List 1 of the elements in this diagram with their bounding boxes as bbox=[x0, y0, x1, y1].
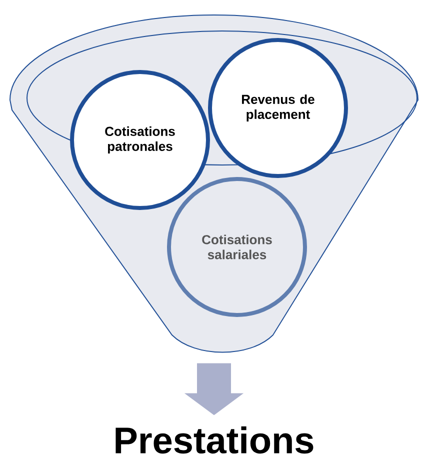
result-label: Prestations bbox=[116, 426, 314, 454]
